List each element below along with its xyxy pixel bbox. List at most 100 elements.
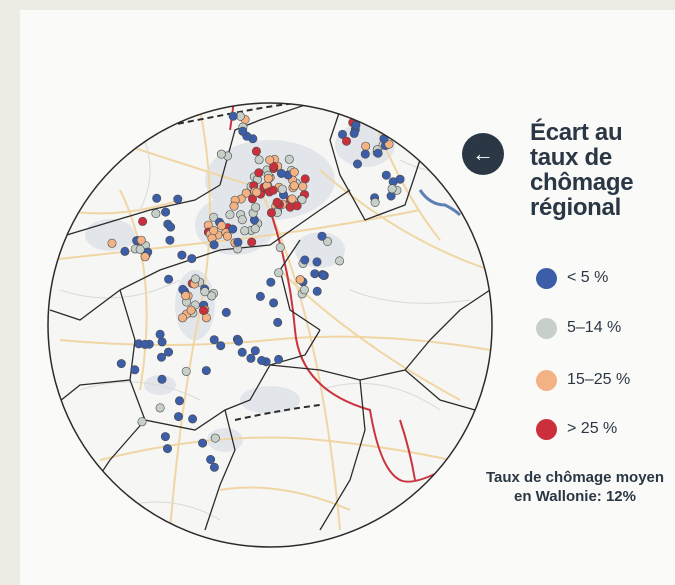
unemployment-dot (274, 354, 284, 364)
unemployment-dot (299, 285, 309, 295)
legend-item-over-25: > 25 % (536, 417, 617, 441)
unemployment-dot (135, 245, 145, 255)
unemployment-dots (107, 111, 405, 472)
back-button[interactable]: ← (462, 133, 504, 175)
unemployment-dot (289, 181, 299, 191)
legend-item-under-5: < 5 % (536, 266, 608, 290)
unemployment-dot (300, 174, 310, 184)
unemployment-dot (217, 221, 227, 231)
unemployment-dot (318, 270, 328, 280)
unemployment-dot (341, 136, 351, 146)
map-outline (47, 102, 493, 548)
unemployment-dot (200, 287, 210, 297)
unemployment-dot (116, 359, 126, 369)
legend-swatch-grey (536, 317, 557, 339)
unemployment-dot (250, 346, 260, 356)
unemployment-dot (277, 184, 287, 194)
unemployment-dot (210, 433, 220, 443)
unemployment-dot (246, 353, 256, 363)
unemployment-dot (234, 336, 244, 346)
unemployment-dot (272, 197, 282, 207)
unemployment-dot (335, 256, 345, 266)
arrow-left-icon: ← (472, 141, 494, 166)
unemployment-dot (186, 305, 196, 315)
unemployment-dot (265, 155, 275, 165)
unemployment-dot (166, 222, 176, 232)
unemployment-dot (360, 149, 370, 159)
unemployment-dot (252, 187, 262, 197)
unemployment-dot (138, 216, 148, 226)
legend-label: < 5 % (567, 269, 609, 286)
unemployment-dot (177, 250, 187, 260)
unemployment-dot (310, 269, 320, 279)
unemployment-dot (317, 231, 327, 241)
unemployment-dot (300, 255, 310, 265)
legend-swatch-orange (536, 369, 557, 391)
unemployment-dot (120, 246, 130, 256)
unemployment-dot (199, 305, 209, 315)
unemployment-dot (209, 226, 219, 236)
unemployment-dot (207, 291, 217, 301)
unemployment-dot (287, 194, 297, 204)
unemployment-dot (312, 286, 322, 296)
unemployment-dot (251, 146, 261, 156)
unemployment-dot (292, 201, 302, 211)
page: ← Écart au taux de chômage régional < 5 … (20, 10, 675, 585)
average-note-line: en Wallonie: 12% (514, 488, 636, 505)
legend-title-line: taux de (530, 144, 612, 171)
unemployment-dot (160, 432, 170, 442)
unemployment-dot (228, 224, 238, 234)
unemployment-dot (269, 161, 279, 171)
unemployment-dot (323, 237, 333, 247)
unemployment-dot (276, 169, 286, 179)
unemployment-dot (157, 352, 167, 362)
unemployment-dot (349, 128, 359, 138)
unemployment-dot (268, 185, 278, 195)
legend-item-15-25: 15–25 % (536, 368, 630, 392)
unemployment-dot (225, 210, 235, 220)
unemployment-dot (221, 307, 231, 317)
unemployment-dot (289, 167, 299, 177)
average-note: Taux de chômage moyen en Wallonie: 12% (470, 468, 675, 506)
unemployment-dot (198, 438, 208, 448)
legend-title: Écart au taux de chômage régional (530, 120, 675, 220)
unemployment-dot (361, 141, 371, 151)
unemployment-dot (181, 366, 191, 376)
unemployment-dot (209, 212, 219, 222)
legend-title-line: chômage (530, 169, 634, 196)
unemployment-dot (216, 341, 226, 351)
legend-label: 5–14 % (567, 319, 622, 336)
unemployment-dot (107, 238, 117, 248)
unemployment-dot (255, 291, 265, 301)
unemployment-dot (165, 235, 175, 245)
unemployment-dot (209, 240, 219, 250)
unemployment-dot (191, 274, 201, 284)
water-body (418, 189, 462, 217)
unemployment-dot (178, 313, 188, 323)
unemployment-dot (174, 412, 184, 422)
unemployment-dot (136, 235, 146, 245)
legend-label: > 25 % (567, 420, 618, 437)
unemployment-dot (209, 462, 219, 472)
unemployment-dot (266, 277, 276, 287)
legend-title-line: Écart au (530, 119, 623, 146)
unemployment-dot (233, 237, 243, 247)
unemployment-dot (157, 374, 167, 384)
unemployment-dot (254, 155, 264, 165)
unemployment-dot (229, 201, 239, 211)
unemployment-dot (254, 168, 264, 178)
unemployment-dot (275, 242, 285, 252)
unemployment-dot (155, 329, 165, 339)
unemployment-dot (164, 274, 174, 284)
legend-swatch-blue (536, 267, 557, 289)
unemployment-dot (163, 444, 173, 454)
unemployment-dot (137, 417, 147, 427)
legend-title-line: régional (530, 194, 621, 221)
unemployment-dot (381, 170, 391, 180)
unemployment-dot (206, 454, 216, 464)
unemployment-dot (238, 126, 248, 136)
unemployment-dot (201, 366, 211, 376)
unemployment-dot (298, 182, 308, 192)
unemployment-dot (274, 268, 284, 278)
unemployment-dot (181, 291, 191, 301)
